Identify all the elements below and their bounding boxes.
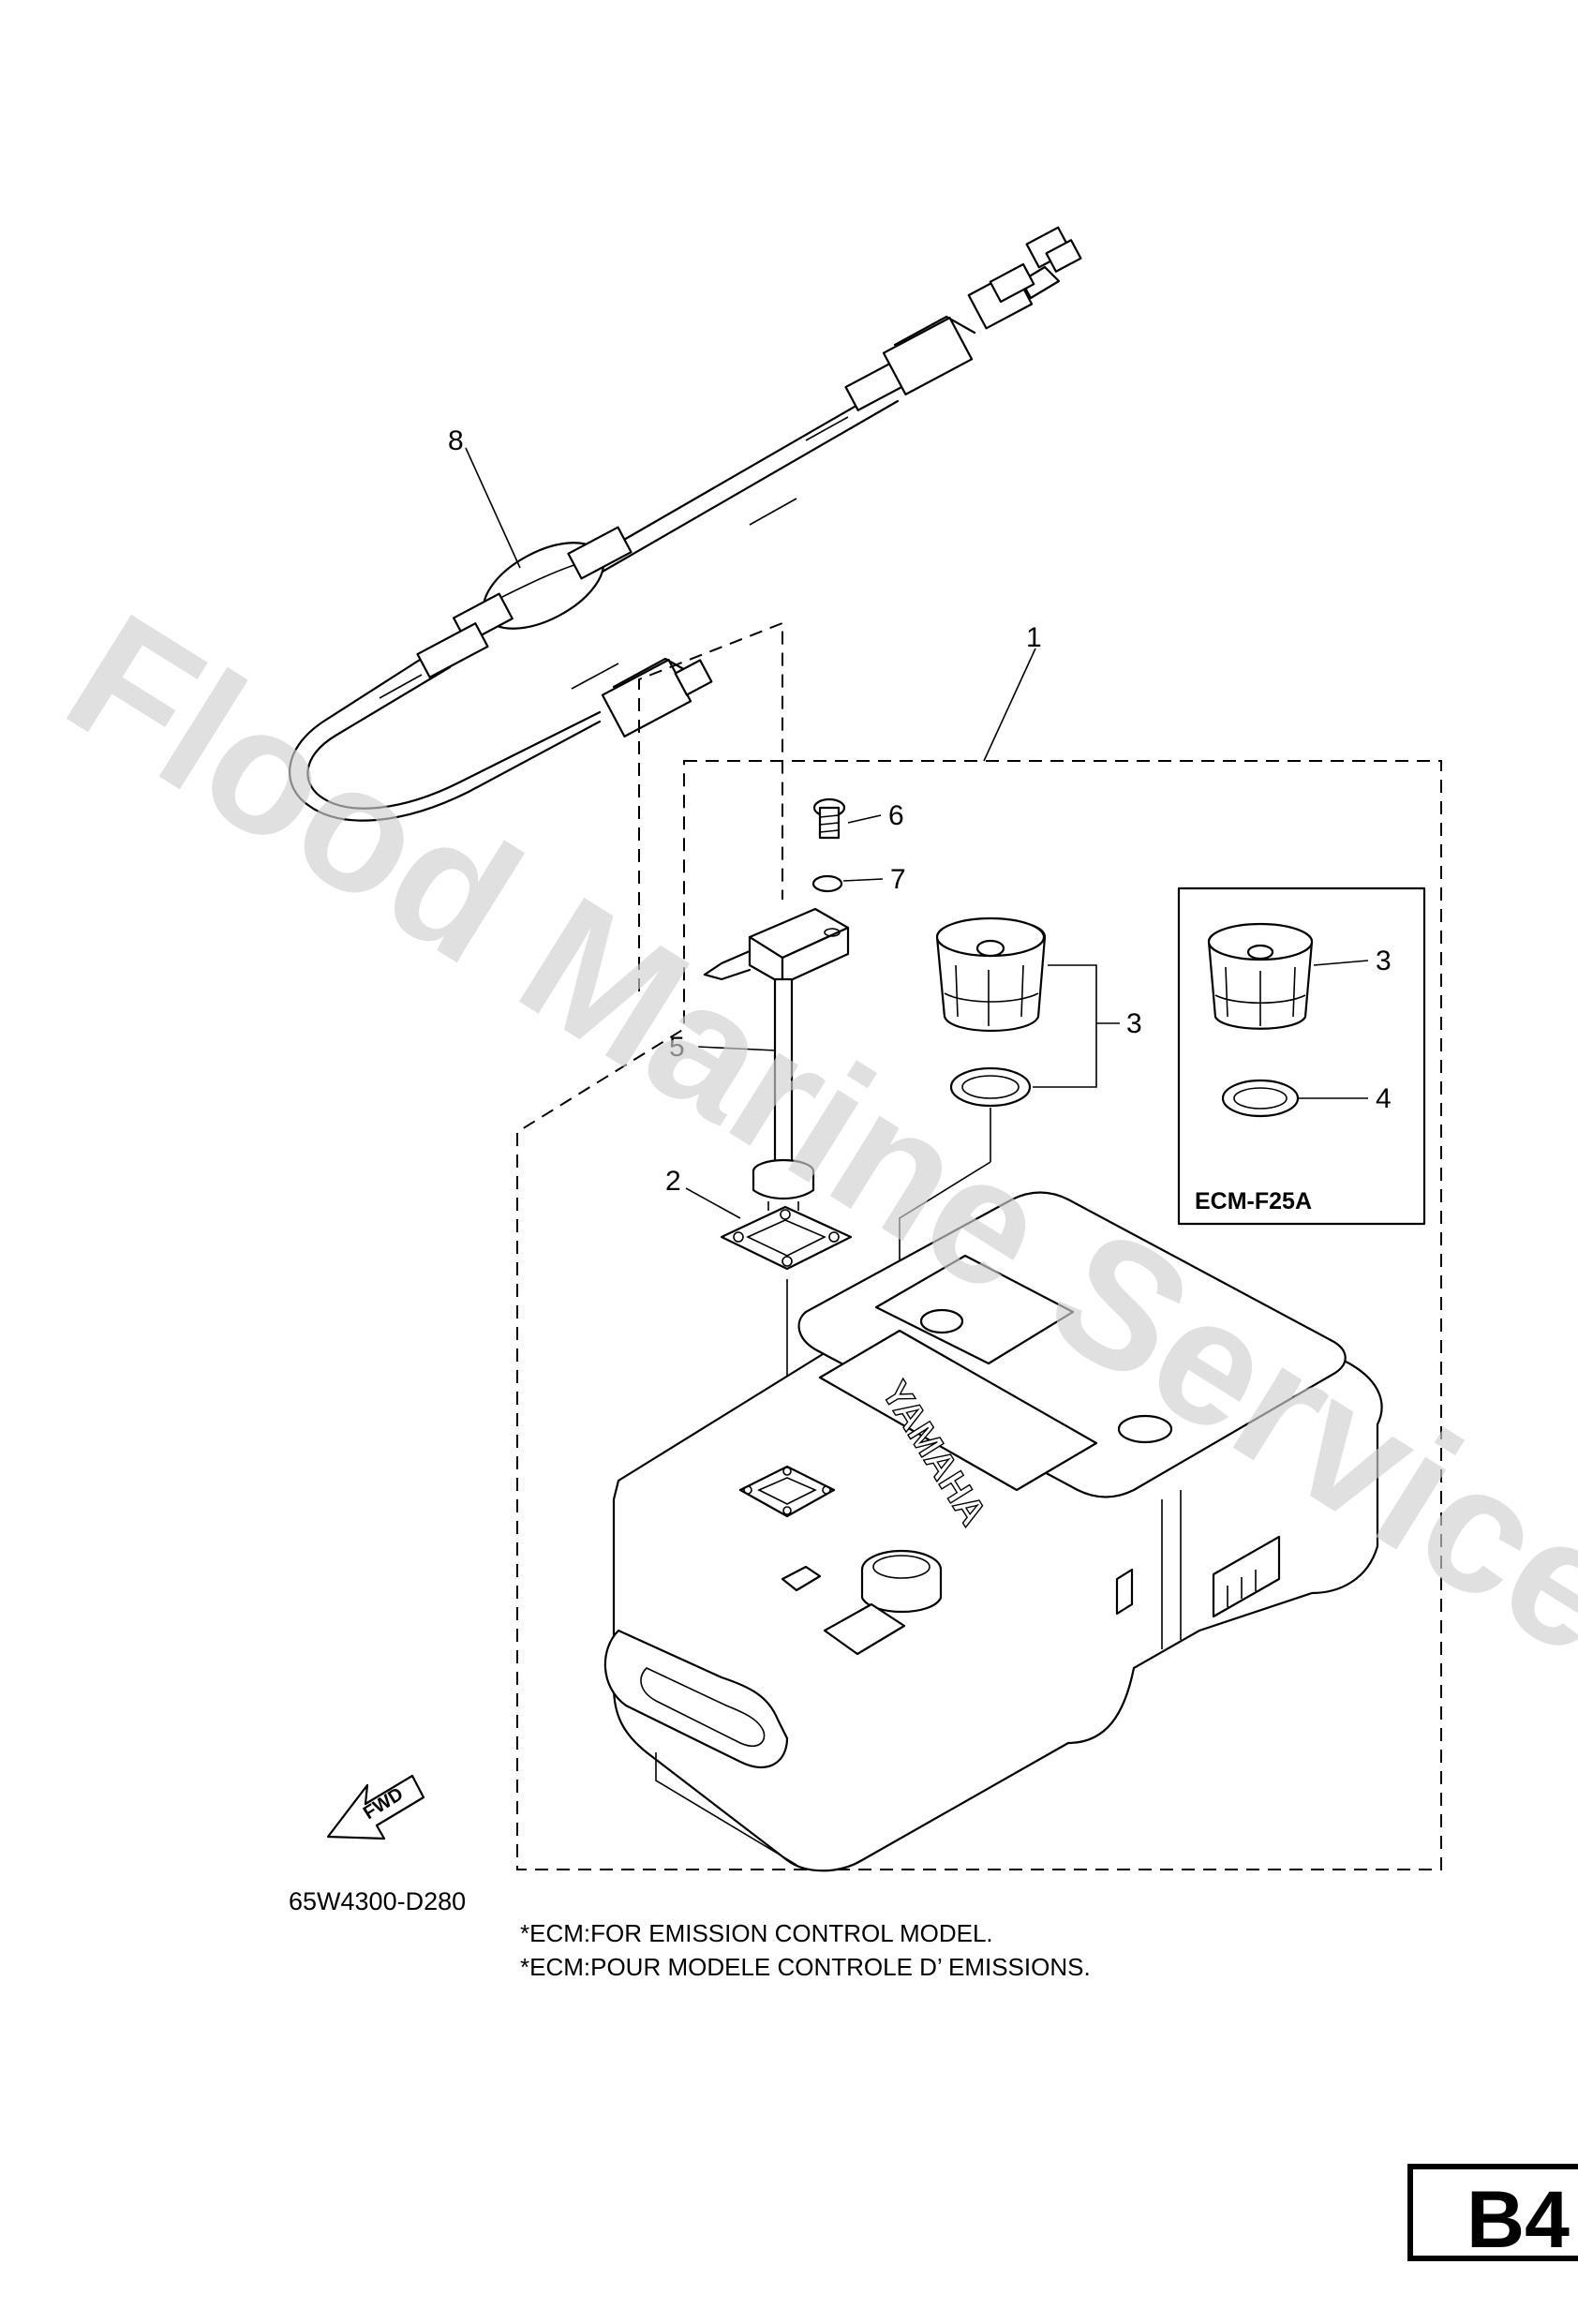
note-fr: *ECM:POUR MODELE CONTROLE D’ EMISSIONS. — [520, 1953, 1091, 1981]
page-id: B4 — [1466, 2175, 1570, 2265]
fuel-pickup — [703, 907, 850, 1211]
assembly-boundary — [516, 760, 1442, 1870]
fwd-arrow: FWD — [326, 1774, 425, 1840]
callout-2: 2 — [665, 1166, 681, 1197]
leader-6 — [847, 814, 882, 824]
gasket — [720, 1205, 853, 1271]
leader-3-bracket — [1033, 964, 1097, 1088]
callout-7: 7 — [890, 864, 906, 895]
connector-boundary — [638, 621, 783, 991]
callout-3-inset: 3 — [1376, 946, 1392, 976]
ecm-inset — [1177, 886, 1426, 1226]
fuel-cap-o-ring — [949, 1066, 1032, 1108]
note-en: *ECM:FOR EMISSION CONTROL MODEL. — [520, 1919, 993, 1947]
washer — [811, 874, 843, 893]
callout-4: 4 — [1376, 1083, 1392, 1114]
callout-3: 3 — [1126, 1008, 1142, 1039]
fuel-hose-assembly — [289, 226, 1082, 822]
engine-connector — [882, 226, 1082, 395]
fuel-cap — [935, 916, 1047, 1033]
diagram-code: 65W4300-D280 — [289, 1887, 466, 1915]
callout-1: 1 — [1026, 622, 1042, 653]
leader-7 — [842, 878, 884, 882]
leader-1 — [983, 648, 1036, 762]
fuel-tank: YAMAHA — [603, 1191, 1383, 1872]
page-id-box: B4 — [1407, 2164, 1578, 2265]
screw — [812, 797, 846, 840]
callout-6: 6 — [888, 800, 904, 831]
leader-8 — [465, 447, 521, 569]
inset-label: ECM-F25A — [1195, 1188, 1312, 1214]
callout-5: 5 — [669, 1032, 685, 1063]
leader-2 — [685, 1187, 741, 1219]
tank-connector — [601, 657, 713, 737]
primer-bulb — [453, 526, 633, 645]
callout-8: 8 — [448, 425, 464, 456]
leader-5 — [697, 1046, 777, 1051]
